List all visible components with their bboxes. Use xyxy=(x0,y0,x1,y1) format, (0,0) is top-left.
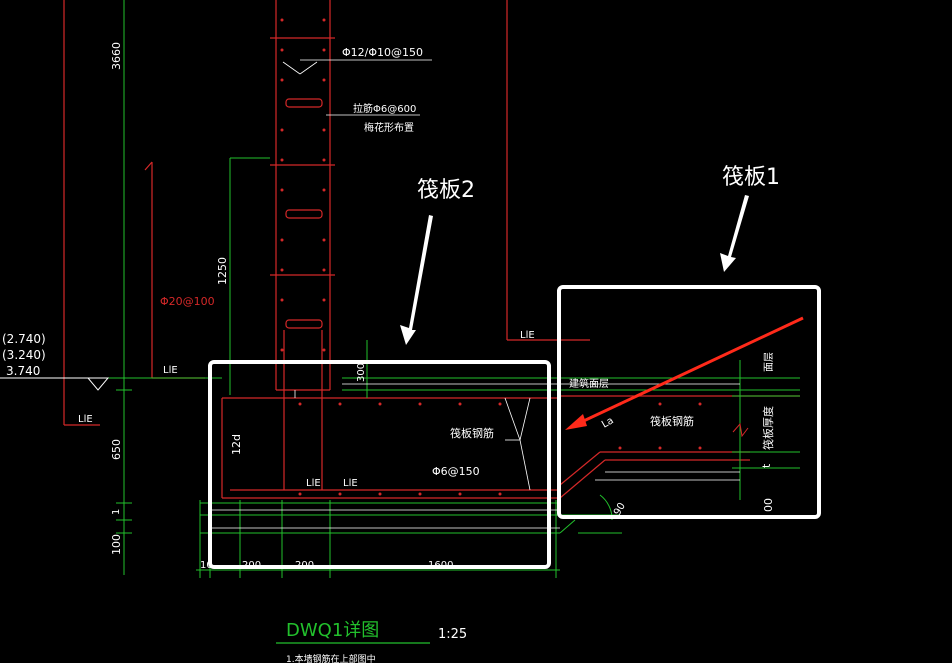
dim-1250: 1250 xyxy=(216,257,229,285)
break-symbol xyxy=(732,422,749,438)
wall-ties xyxy=(270,37,335,329)
pointer-arrow-raft1 xyxy=(720,195,749,272)
label-lle-4: LlE xyxy=(306,478,321,489)
label-tie-note: 梅花形布置 xyxy=(364,121,414,134)
drawing-title: DWQ1详图 xyxy=(286,620,379,641)
dim-12d: 12d xyxy=(230,434,243,455)
dim-650: 650 xyxy=(110,439,123,460)
label-rebar-top: Φ12/Φ10@150 xyxy=(342,46,423,59)
dim-3660: 3660 xyxy=(110,42,123,70)
dim-100: 100 xyxy=(110,534,123,555)
drawing-scale: 1:25 xyxy=(438,627,467,642)
label-lle-2: LlE xyxy=(78,414,93,425)
label-raft-rebar-left: 筏板钢筋 xyxy=(450,426,494,440)
label-building-surface: 建筑面层 xyxy=(569,377,609,390)
callout-raft2: 筏板2 xyxy=(417,178,475,203)
dim-10: 10 xyxy=(200,560,213,571)
red-arrow-head xyxy=(565,414,587,430)
callout-raft1: 筏板1 xyxy=(722,165,780,190)
label-raft-thickness: 筏板厚度 xyxy=(761,406,775,450)
dim-t: t xyxy=(760,463,773,468)
label-lle-3: LlE xyxy=(520,330,535,341)
elevation-1: (2.740) xyxy=(2,332,46,346)
highlight-box-raft1 xyxy=(557,285,821,519)
highlight-box-raft2 xyxy=(208,360,551,569)
dim-00: 00 xyxy=(762,498,775,512)
label-la: La xyxy=(600,415,616,430)
elevation-3: 3.740 xyxy=(6,364,40,378)
label-tie-rebar: 拉筋Φ6@600 xyxy=(353,102,416,115)
label-lle-1: LlE xyxy=(163,365,178,376)
label-side-top: 面层 xyxy=(763,352,775,372)
elevation-2: (3.240) xyxy=(2,348,46,362)
elevation-marker xyxy=(86,377,110,391)
dimension-lines xyxy=(0,0,800,578)
dim-1: 1 xyxy=(111,509,122,515)
wall-rebar-dots xyxy=(280,18,702,496)
pointer-arrow-raft2 xyxy=(400,215,433,345)
label-raft-rebar-right: 筏板钢筋 xyxy=(650,414,694,428)
dim-300: 300 xyxy=(356,363,367,382)
drawing-note: 1.本墙钢筋在上部图中 xyxy=(286,653,376,663)
label-lle-5: LlE xyxy=(343,478,358,489)
slab-hatch xyxy=(210,59,740,529)
label-phi6: Φ6@150 xyxy=(432,465,480,478)
label-phi20: Φ20@100 xyxy=(160,295,215,308)
red-arrow-shaft xyxy=(574,316,804,427)
wall-outline xyxy=(63,0,800,499)
